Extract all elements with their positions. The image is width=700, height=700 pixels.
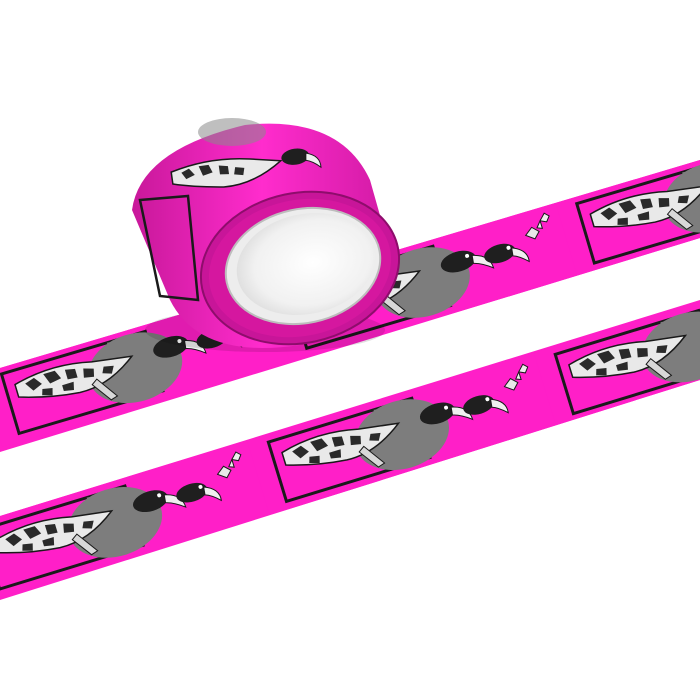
tape-roll [132, 118, 401, 349]
tape-strip-lower [0, 300, 700, 600]
